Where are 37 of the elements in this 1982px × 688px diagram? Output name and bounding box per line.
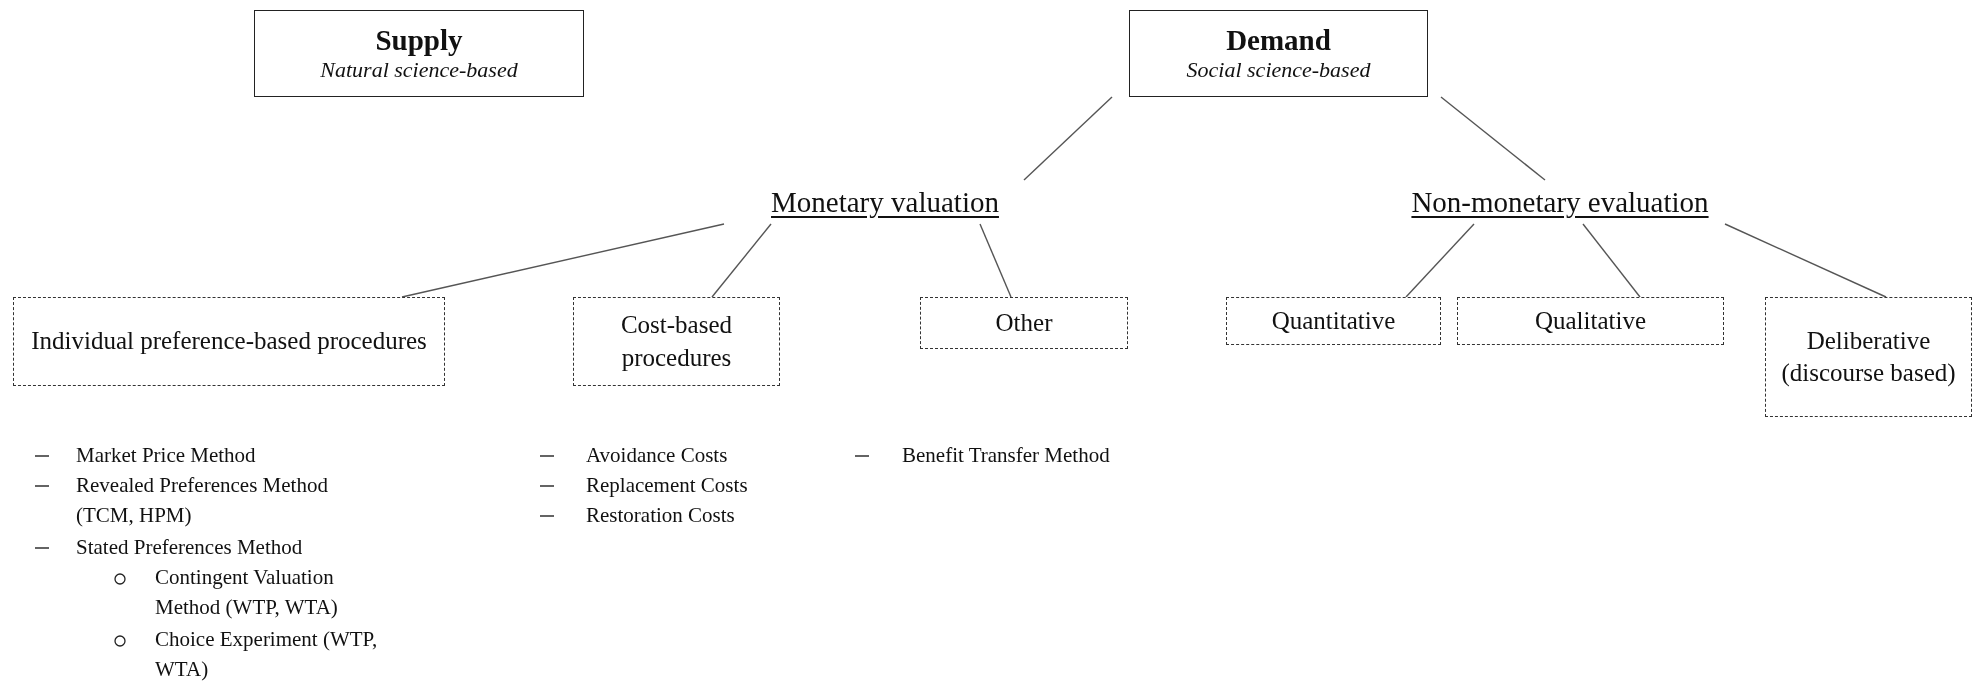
method-box bbox=[1457, 297, 1724, 345]
connector-line bbox=[1405, 223, 1475, 298]
connector-line bbox=[1023, 96, 1113, 181]
box-label: Individual preference-based procedures bbox=[30, 326, 428, 357]
method-box bbox=[573, 297, 780, 386]
box-subtitle: Natural science-based bbox=[320, 56, 518, 84]
method-box bbox=[13, 297, 445, 386]
box-label: Other bbox=[994, 307, 1054, 338]
method-item: Revealed Preferences Method (TCM, HPM) bbox=[76, 472, 329, 530]
method-item: Replacement Costs bbox=[586, 472, 749, 499]
box-label: Qualitative bbox=[1533, 305, 1648, 336]
method-item: Avoidance Costs bbox=[586, 442, 729, 469]
connector-line bbox=[401, 223, 725, 298]
box-label: Quantitative bbox=[1270, 305, 1397, 336]
category-box bbox=[254, 10, 584, 97]
method-item: Contingent Valuation Method (WTP, WTA) bbox=[155, 564, 339, 622]
connector-line bbox=[1440, 96, 1546, 181]
category-heading: Non-monetary evaluation bbox=[1385, 180, 1735, 224]
connector-line bbox=[979, 223, 1012, 298]
connector-line bbox=[1582, 223, 1641, 298]
box-title: Demand bbox=[1226, 23, 1331, 57]
connector-line bbox=[711, 223, 772, 298]
method-box bbox=[920, 297, 1128, 349]
category-heading: Monetary valuation bbox=[735, 180, 1035, 224]
box-subtitle: Social science-based bbox=[1186, 56, 1371, 84]
method-box bbox=[1765, 297, 1972, 417]
method-item: Benefit Transfer Method bbox=[902, 442, 1111, 469]
method-item: Restoration Costs bbox=[586, 502, 736, 529]
method-item: Choice Experiment (WTP, WTA) bbox=[155, 626, 379, 684]
method-item: Stated Preferences Method bbox=[76, 534, 304, 561]
method-item: Market Price Method bbox=[76, 442, 257, 469]
box-title: Supply bbox=[375, 23, 463, 57]
box-label: Cost-based procedures bbox=[619, 310, 734, 373]
connector-line bbox=[1724, 223, 1887, 298]
box-label: Deliberative (discourse based) bbox=[1780, 325, 1957, 389]
category-box bbox=[1129, 10, 1428, 97]
method-box bbox=[1226, 297, 1441, 345]
